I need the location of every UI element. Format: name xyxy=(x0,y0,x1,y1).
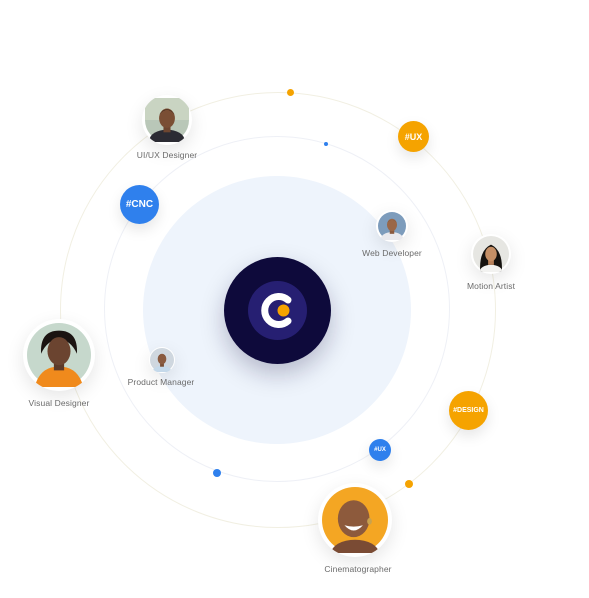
person-avatar-icon xyxy=(473,236,509,272)
tag-ux-top[interactable]: #UX xyxy=(398,121,429,152)
tag-ux-small[interactable]: #UX xyxy=(369,439,391,461)
avatar-web-developer[interactable] xyxy=(376,210,408,242)
avatar-visual-designer[interactable] xyxy=(23,319,95,391)
orbit-dot xyxy=(405,480,413,488)
avatar-product-manager[interactable] xyxy=(149,347,175,373)
person-avatar-icon xyxy=(27,323,91,387)
inner-orbit-ring xyxy=(104,136,450,482)
avatar-cinematographer[interactable] xyxy=(318,483,392,557)
label-visual-designer: Visual Designer xyxy=(28,398,90,408)
label-cinematographer: Cinematographer xyxy=(324,564,392,574)
c-logo-icon xyxy=(261,293,292,328)
outer-orbit-ring xyxy=(60,92,496,528)
orbit-dot xyxy=(324,142,328,146)
avatar-uiux-designer[interactable] xyxy=(142,95,192,145)
tag-cnc[interactable]: #CNC xyxy=(120,185,159,224)
person-avatar-icon xyxy=(150,348,174,372)
person-avatar-icon xyxy=(378,212,406,240)
orbit-dot xyxy=(287,89,294,96)
tag-design[interactable]: #DESIGN xyxy=(449,391,488,430)
center-logo[interactable] xyxy=(224,257,331,364)
person-avatar-icon xyxy=(322,487,388,553)
label-motion-artist: Motion Artist xyxy=(466,281,516,291)
label-web-developer: Web Developer xyxy=(362,248,422,258)
person-avatar-icon xyxy=(145,98,189,142)
label-product-manager: Product Manager xyxy=(127,377,195,387)
label-uiux-designer: UI/UX Designer xyxy=(136,150,198,160)
orbit-dot xyxy=(213,469,221,477)
avatar-motion-artist[interactable] xyxy=(471,234,511,274)
